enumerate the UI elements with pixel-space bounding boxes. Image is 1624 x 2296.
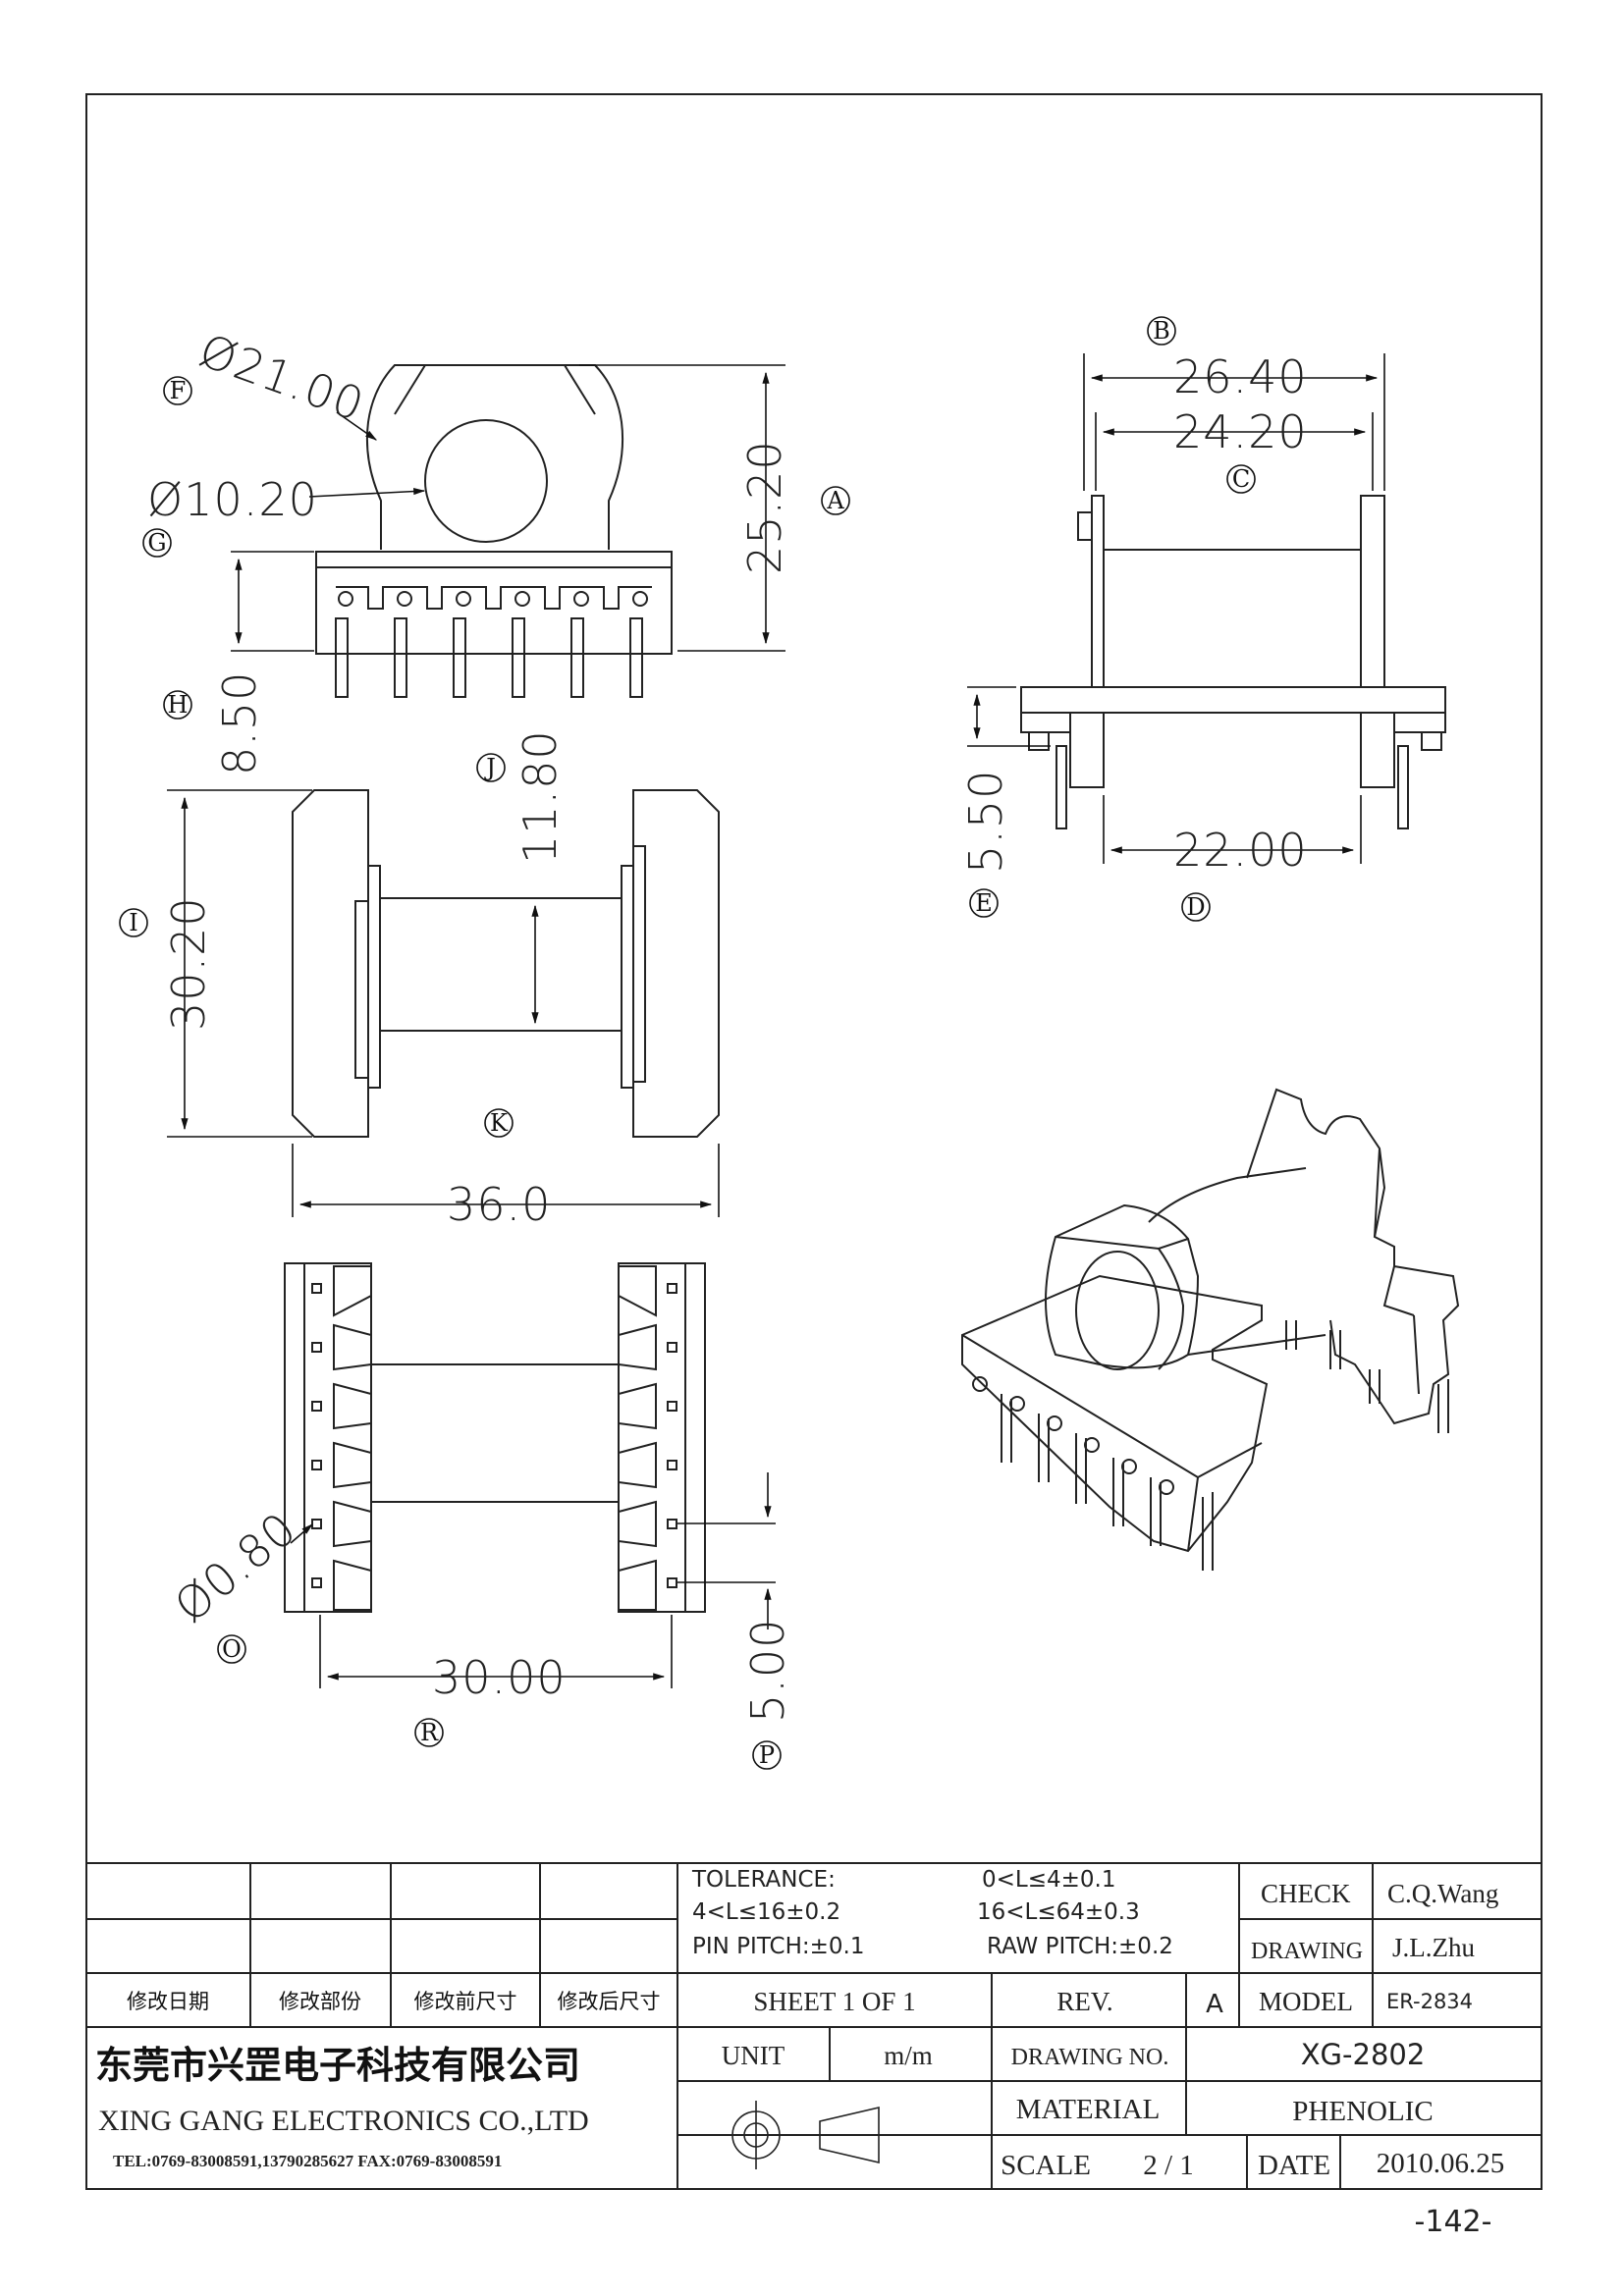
front-view-dims [231,364,785,652]
unit-label: UNIT [722,2041,785,2070]
dim-g-text: Ø10.20 [147,473,318,526]
projection-symbol-icon [707,2101,893,2169]
tolerance-range-1: 0<L≤4±0.1 [982,1867,1115,1893]
callout-j: J [483,754,496,781]
material-label: MATERIAL [1016,2094,1161,2125]
dim-j-text: 11.80 [514,729,567,864]
top-view-dims [167,789,720,1217]
dim-i-text: 30.20 [162,896,215,1031]
dim-e-text: 5.50 [959,770,1012,874]
sheet-count: SHEET 1 OF 1 [753,1987,915,2016]
company-name-en: XING GANG ELECTRONICS CO.,LTD [98,2105,589,2137]
rev-label: REV. [1056,1987,1112,2016]
model-value: ER-2834 [1386,1990,1473,2013]
callout-o: O [222,1635,242,1663]
callout-d: D [1186,893,1205,921]
drawing-label: DRAWING [1251,1939,1363,1964]
dim-d-text: 22.00 [1173,824,1308,877]
side-view-dims [967,353,1385,864]
dim-b-text: 26.40 [1173,350,1308,403]
tolerance-range-3: 16<L≤64±0.3 [977,1899,1140,1925]
pin-pitch-tolerance: PIN PITCH:±0.1 [692,1934,864,1959]
tolerance-label: TOLERANCE: [691,1867,836,1893]
front-view [315,364,673,698]
dim-c-text: 24.20 [1173,405,1308,458]
drawing-no-label: DRAWING NO. [1011,2045,1169,2070]
callout-e: E [975,889,993,917]
dim-p-text: 5.00 [741,1619,794,1723]
rev-col-part: 修改部份 [279,1990,361,2013]
check-label: CHECK [1261,1879,1351,1908]
callout-b: B [1153,317,1170,345]
bottom-view [284,1262,706,1613]
side-view [1020,495,1446,829]
dim-r-text: 30.00 [432,1651,567,1704]
callout-c: C [1232,465,1250,493]
callout-p: P [759,1741,775,1769]
top-view [292,789,720,1138]
material-value: PHENOLIC [1292,2096,1433,2127]
dim-h-text: 8.50 [213,671,266,775]
rev-col-before: 修改前尺寸 [414,1990,517,2013]
rev-col-after: 修改后尺寸 [558,1990,661,2013]
dim-a-text: 25.20 [738,440,791,574]
model-label: MODEL [1259,1987,1353,2016]
page-number: -142- [1415,2205,1492,2239]
company-contact: TEL:0769-83008591,13790285627 FAX:0769-8… [113,2152,502,2170]
callout-a: A [826,487,844,514]
rev-col-date: 修改日期 [127,1990,209,2013]
raw-pitch-tolerance: RAW PITCH:±0.2 [987,1934,1173,1959]
unit-value: m/m [884,2041,933,2070]
drawing-no-value: XG-2802 [1301,2038,1426,2071]
callout-k: K [490,1109,509,1137]
scale-value: 2 / 1 [1143,2150,1194,2181]
isometric-view [961,1088,1460,1571]
bottom-view-dims [290,1472,776,1688]
callout-f: F [170,377,187,404]
rev-value: A [1206,1990,1223,2019]
scale-label: SCALE [1001,2150,1091,2181]
callout-h: H [168,691,189,719]
callout-r: R [420,1719,439,1746]
company-name-cn: 东莞市兴罡电子科技有限公司 [95,2044,580,2087]
dim-f-text: Ø21.00 [192,324,371,432]
date-label: DATE [1258,2150,1330,2181]
callout-g: G [147,529,166,557]
callout-i: I [129,909,137,936]
tolerance-range-2: 4<L≤16±0.2 [692,1899,840,1925]
date-value: 2010.06.25 [1377,2148,1505,2179]
sheet-border [85,93,1543,2190]
dim-k-text: 36.0 [447,1178,551,1231]
title-block-grid [86,1862,1542,2189]
drawing-value: J.L.Zhu [1392,1933,1475,1962]
check-value: C.Q.Wang [1387,1879,1498,1908]
